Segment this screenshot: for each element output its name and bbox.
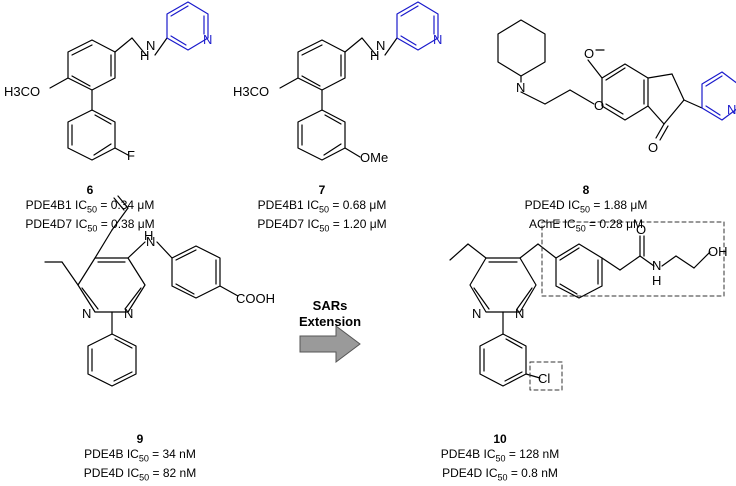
atom-oh: OH bbox=[708, 244, 728, 259]
atom-piperidine-n: N bbox=[516, 80, 525, 95]
atom-pyridine-n-7: N bbox=[433, 32, 442, 47]
atom-nh-6: H bbox=[140, 48, 149, 63]
structure-7 bbox=[279, 1, 439, 161]
atom-pyrimidine-n2-10: N bbox=[515, 306, 524, 321]
activity-line: PDE4B IC50 = 34 nM bbox=[84, 447, 196, 464]
atom-pyridine-n-6: N bbox=[203, 32, 212, 47]
atom-n-7: N bbox=[376, 38, 385, 53]
atom-pyrimidine-n1-9: N bbox=[82, 306, 91, 321]
compound-number: 6 bbox=[86, 183, 94, 197]
compound-number: 9 bbox=[136, 432, 144, 446]
compound-label-9: 9 PDE4B IC50 = 34 nM PDE4D IC50 = 82 nM bbox=[40, 432, 240, 486]
compound-label-6: 6 PDE4B1 IC50 = 0.34 μM PDE4D7 IC50 = 0.… bbox=[0, 183, 190, 237]
reaction-arrow bbox=[299, 325, 361, 363]
activity-line: PDE4D IC50 = 1.88 μM bbox=[524, 198, 648, 215]
atom-amide-h: H bbox=[652, 273, 661, 288]
atom-pyridine-n-8: N bbox=[727, 102, 736, 117]
activity-line: PDE4B IC50 = 128 nM bbox=[440, 447, 560, 464]
atom-nh-7: H bbox=[370, 48, 379, 63]
compound-label-10: 10 PDE4B IC50 = 128 nM PDE4D IC50 = 0.8 … bbox=[400, 432, 600, 486]
compound-label-8: 8 PDE4D IC50 = 1.88 μM AChE IC50 = 0.28 … bbox=[486, 183, 686, 237]
atom-cl: Cl bbox=[538, 371, 550, 386]
atom-h3co-6: H3CO bbox=[4, 84, 40, 99]
atom-f: F bbox=[127, 148, 135, 163]
atom-nh-9: H bbox=[144, 228, 153, 243]
compound-number: 10 bbox=[493, 432, 507, 446]
highlight-box-amide bbox=[541, 221, 725, 297]
atom-pyrimidine-n2-9: N bbox=[124, 306, 133, 321]
structure-10 bbox=[449, 235, 711, 387]
atom-n-6: N bbox=[146, 38, 155, 53]
compound-label-7: 7 PDE4B1 IC50 = 0.68 μM PDE4D7 IC50 = 1.… bbox=[222, 183, 422, 237]
activity-line: AChE IC50 = 0.28 μM bbox=[529, 217, 643, 234]
activity-line: PDE4D7 IC50 = 1.20 μM bbox=[257, 217, 387, 234]
atom-n-9: N bbox=[146, 234, 155, 249]
atom-ether-o: O bbox=[594, 98, 604, 113]
structure-8 bbox=[497, 19, 736, 141]
atom-amide-n: N bbox=[652, 258, 661, 273]
arrow-caption-line1: SARs bbox=[312, 298, 348, 313]
activity-line: PDE4B1 IC50 = 0.68 μM bbox=[257, 198, 387, 215]
atom-h3co-7: H3CO bbox=[233, 84, 269, 99]
atom-methoxy-o: O bbox=[584, 46, 594, 61]
atom-cooh: COOH bbox=[236, 291, 275, 306]
atom-pyrimidine-n1-10: N bbox=[472, 306, 481, 321]
atom-amide-o: O bbox=[636, 222, 646, 237]
compound-number: 7 bbox=[318, 183, 326, 197]
arrow-caption: SARs Extension bbox=[290, 298, 370, 330]
structure-6 bbox=[49, 1, 209, 161]
arrow-caption-line2: Extension bbox=[298, 314, 362, 329]
highlight-box-cl bbox=[529, 361, 563, 391]
structure-9 bbox=[44, 195, 239, 387]
atom-ome: OMe bbox=[360, 150, 388, 165]
activity-line: PDE4B1 IC50 = 0.34 μM bbox=[25, 198, 155, 215]
activity-line: PDE4D IC50 = 82 nM bbox=[83, 466, 197, 483]
atom-ketone-o: O bbox=[648, 140, 658, 155]
activity-line: PDE4D IC50 = 0.8 nM bbox=[442, 466, 558, 483]
activity-line: PDE4D7 IC50 = 0.38 μM bbox=[25, 217, 155, 234]
compound-number: 8 bbox=[582, 183, 590, 197]
